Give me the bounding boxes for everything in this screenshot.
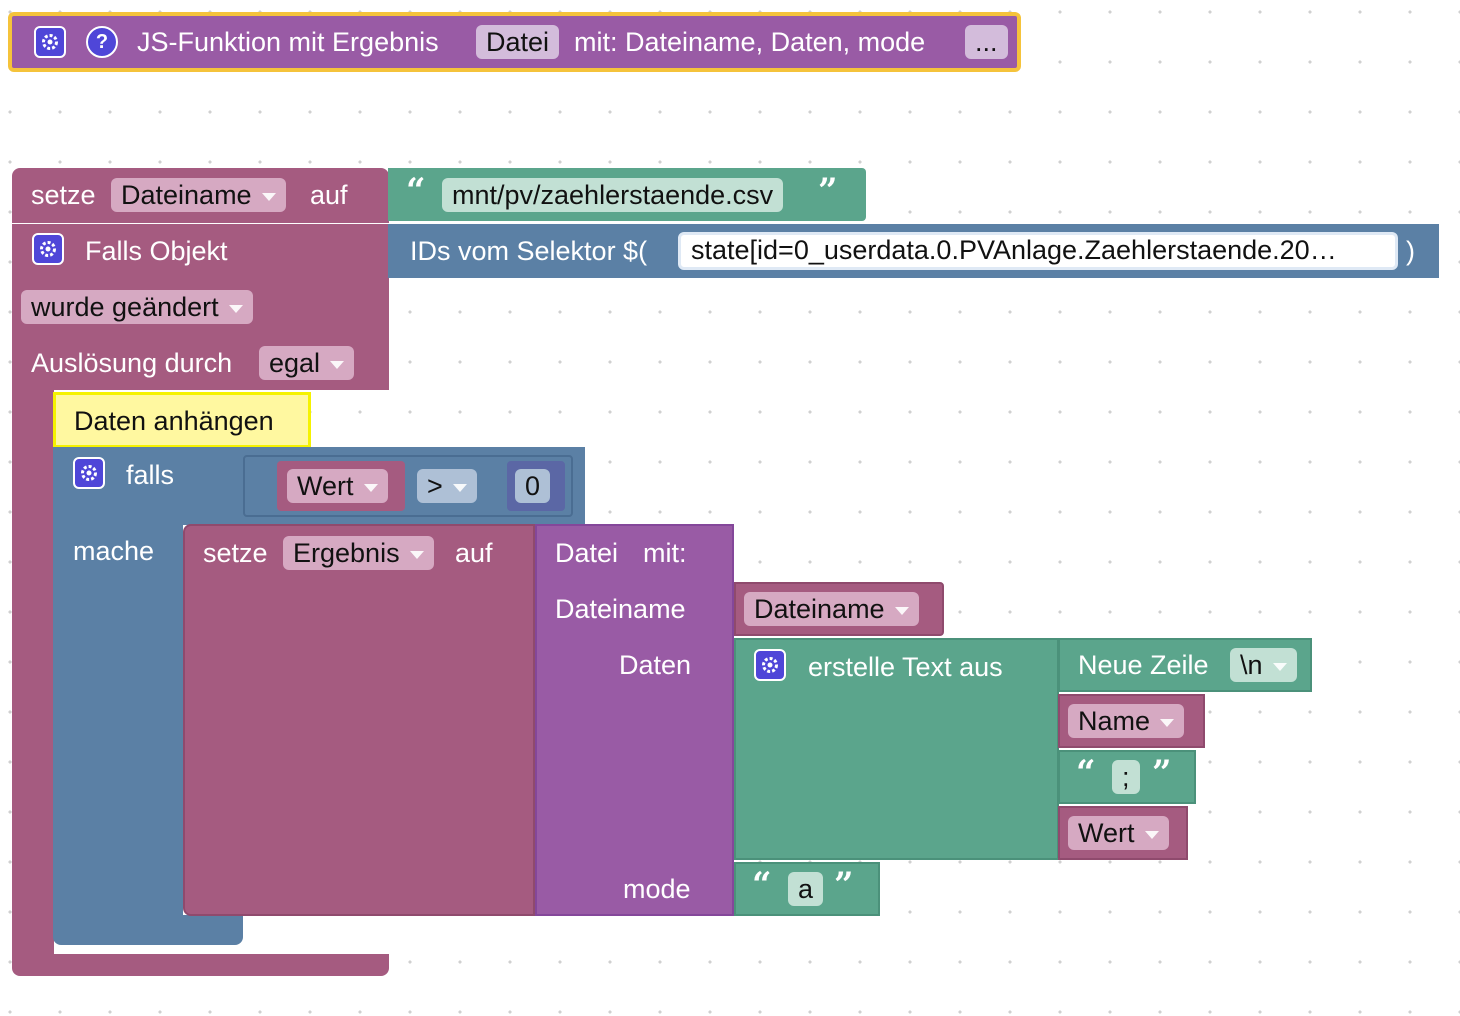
compare-variable-dropdown[interactable]: Wert bbox=[287, 469, 388, 503]
wert-variable-dropdown[interactable]: Wert bbox=[1068, 816, 1169, 850]
separator-text-field[interactable]: ; bbox=[1112, 760, 1140, 794]
trigger-block-head[interactable]: Falls Objekt wurde geändert Auslösung du… bbox=[12, 224, 389, 390]
compare-operator-dropdown[interactable]: > bbox=[417, 469, 477, 503]
function-title: JS-Funktion mit Ergebnis bbox=[137, 27, 439, 57]
selector-input[interactable]: state[id=0_userdata.0.PVAnlage.Zaehlerst… bbox=[678, 232, 1398, 270]
text-join-gear-icon[interactable] bbox=[754, 649, 786, 681]
auf-label: auf bbox=[310, 180, 348, 210]
if-gear-icon[interactable] bbox=[73, 457, 105, 489]
name-variable-block[interactable]: Name bbox=[1058, 694, 1205, 748]
filename-text-field[interactable]: mnt/pv/zaehlerstaende.csv bbox=[442, 178, 784, 212]
function-params: mit: Dateiname, Daten, mode bbox=[574, 27, 926, 57]
arg-daten-label: Daten bbox=[619, 650, 692, 680]
wert-variable-block[interactable]: Wert bbox=[1058, 806, 1188, 860]
mode-close-quote-icon: ” bbox=[834, 865, 854, 905]
mode-text-field[interactable]: a bbox=[788, 872, 824, 906]
close-quote-icon: ” bbox=[818, 171, 838, 211]
sep-close-quote-icon: ” bbox=[1152, 753, 1172, 793]
selector-label: IDs vom Selektor $( bbox=[410, 236, 648, 266]
selector-block[interactable]: IDs vom Selektor $( state[id=0_userdata.… bbox=[388, 224, 1439, 278]
compare-left-variable-block[interactable]: Wert bbox=[277, 461, 405, 511]
compare-block[interactable]: Wert > 0 bbox=[243, 455, 573, 517]
variable-dropdown-dateiname[interactable]: Dateiname bbox=[111, 178, 286, 212]
falls-label: falls bbox=[126, 460, 175, 490]
trigger-gear-icon[interactable] bbox=[32, 233, 64, 265]
call-function-name: Datei bbox=[555, 538, 619, 568]
comment-bubble[interactable]: Daten anhängen bbox=[53, 392, 311, 448]
mode-open-quote-icon: “ bbox=[752, 865, 772, 905]
result-variable-dropdown[interactable]: Ergebnis bbox=[283, 536, 434, 570]
function-call-block[interactable]: Datei mit: Dateiname Daten mode bbox=[535, 524, 734, 916]
function-gear-icon[interactable] bbox=[34, 26, 66, 58]
mode-string-block[interactable]: “ a ” bbox=[734, 862, 880, 916]
triggered-by-dropdown[interactable]: egal bbox=[259, 346, 355, 380]
setze-label: setze bbox=[31, 180, 96, 210]
function-name-field[interactable]: Datei bbox=[476, 25, 560, 59]
sep-open-quote-icon: “ bbox=[1076, 753, 1096, 793]
help-icon[interactable]: ? bbox=[86, 26, 118, 58]
newline-label: Neue Zeile bbox=[1078, 650, 1209, 680]
compare-number-field[interactable]: 0 bbox=[515, 469, 551, 503]
text-join-block[interactable]: erstelle Text aus bbox=[734, 638, 1059, 860]
newline-dropdown[interactable]: \n bbox=[1230, 648, 1297, 682]
arg-dateiname-label: Dateiname bbox=[555, 594, 686, 624]
compare-number-block[interactable]: 0 bbox=[507, 461, 565, 511]
set-filename-block[interactable]: setze Dateiname auf bbox=[12, 168, 389, 223]
mache-label: mache bbox=[73, 536, 155, 566]
if-block-spine: mache bbox=[53, 524, 183, 916]
trigger-block-footer bbox=[12, 954, 389, 976]
trigger-title: Falls Objekt bbox=[85, 236, 228, 266]
trigger-block-spine bbox=[12, 388, 54, 958]
open-quote-icon: “ bbox=[406, 171, 426, 211]
arg-dateiname-dropdown[interactable]: Dateiname bbox=[744, 592, 919, 626]
arg-dateiname-variable-block[interactable]: Dateiname bbox=[734, 582, 944, 636]
call-mit-label: mit: bbox=[643, 538, 687, 568]
text-join-title: erstelle Text aus bbox=[808, 652, 1003, 682]
if-block-footer bbox=[53, 915, 243, 945]
selector-close-paren: ) bbox=[1406, 236, 1415, 266]
separator-string-block[interactable]: “ ; ” bbox=[1058, 750, 1196, 804]
set-result-block[interactable]: setze Ergebnis auf bbox=[183, 524, 535, 916]
auf-label-2: auf bbox=[455, 538, 493, 568]
function-definition-block[interactable]: ? JS-Funktion mit Ergebnis Datei mit: Da… bbox=[8, 12, 1021, 72]
filename-string-block[interactable]: “ mnt/pv/zaehlerstaende.csv ” bbox=[388, 168, 866, 221]
name-variable-dropdown[interactable]: Name bbox=[1068, 704, 1185, 738]
triggered-by-label: Auslösung durch bbox=[31, 348, 233, 378]
setze-label-2: setze bbox=[203, 538, 268, 568]
arg-mode-label: mode bbox=[623, 874, 691, 904]
newline-block[interactable]: Neue Zeile \n bbox=[1058, 638, 1312, 692]
comment-text[interactable]: Daten anhängen bbox=[74, 406, 274, 436]
function-more-button[interactable]: ... bbox=[965, 25, 1008, 59]
event-type-dropdown[interactable]: wurde geändert bbox=[21, 290, 253, 324]
